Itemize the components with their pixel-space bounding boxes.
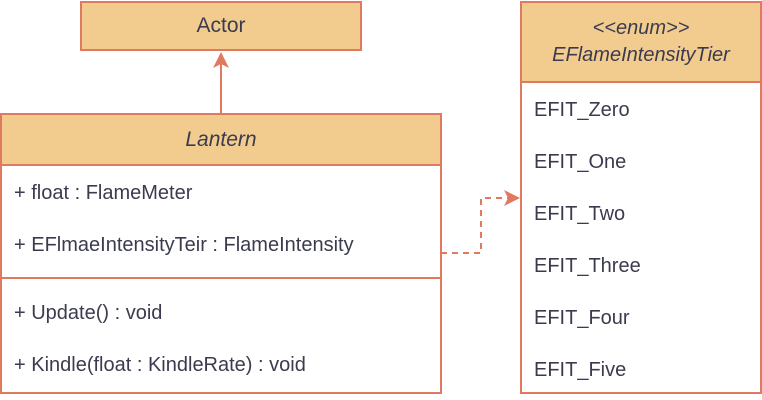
lantern-attribute: + EFlmaeIntensityTeir : FlameIntensity (14, 234, 354, 256)
enum-value: EFIT_Zero (534, 99, 630, 121)
enum-value: EFIT_One (534, 151, 627, 173)
enum-header: <<enum>> EFlameIntensityTier (522, 3, 760, 83)
lantern-attribute: + float : FlameMeter (14, 182, 193, 204)
enum-value: EFIT_Five (534, 359, 627, 381)
enum-stereotype: <<enum>> (592, 17, 690, 39)
enum-class: <<enum>> EFlameIntensityTier EFIT_Zero E… (520, 1, 762, 394)
actor-class: Actor (80, 1, 362, 51)
lantern-class-name: Lantern (185, 127, 257, 151)
dependency-arrowhead (504, 190, 520, 206)
inheritance-arrowhead (213, 52, 229, 68)
enum-value: EFIT_Three (534, 255, 641, 277)
lantern-divider (2, 277, 440, 279)
enum-value: EFIT_Four (534, 307, 630, 329)
lantern-operation: + Kindle(float : KindleRate) : void (14, 354, 306, 376)
lantern-header: Lantern (2, 115, 440, 166)
lantern-class: Lantern + float : FlameMeter + EFlmaeInt… (0, 113, 442, 394)
actor-class-name: Actor (196, 14, 246, 37)
lantern-operation: + Update() : void (14, 302, 163, 324)
dependency-line (441, 197, 512, 254)
enum-class-name: EFlameIntensityTier (552, 44, 730, 66)
enum-value: EFIT_Two (534, 203, 626, 225)
